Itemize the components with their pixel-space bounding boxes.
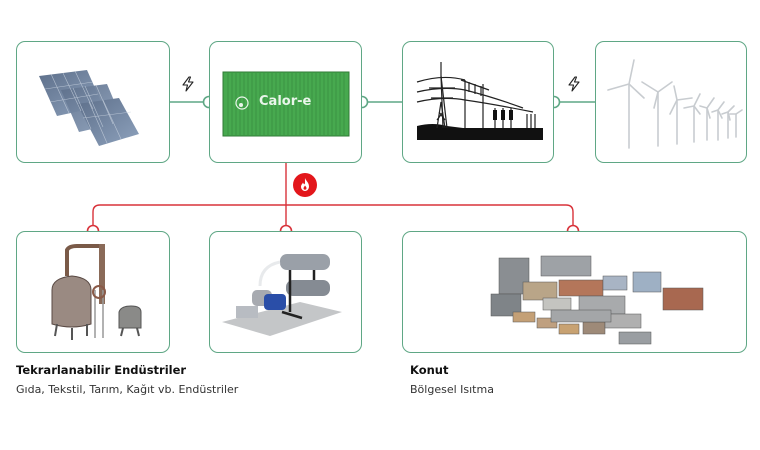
distillery-card[interactable] — [16, 231, 170, 353]
district-buildings-card[interactable] — [402, 231, 747, 353]
heat-exchanger-card[interactable] — [209, 231, 362, 353]
wind-turbine-icon — [607, 59, 743, 149]
heat-distribution-line — [92, 204, 574, 231]
buildings-icon — [490, 255, 704, 345]
industry-subtitle: Gıda, Tekstil, Tarım, Kağıt vb. Endüstri… — [16, 383, 239, 396]
power-grid-icon — [416, 62, 543, 140]
industrial-plant-icon — [222, 254, 342, 336]
industry-title: Tekrarlanabilir Endüstriler — [16, 363, 187, 377]
heat-badge — [293, 173, 317, 197]
calor-e-brand-text: Calor-e — [259, 94, 312, 109]
solar-panels-card[interactable] — [16, 41, 170, 163]
container-icon — [222, 71, 350, 137]
lightning-bolt-icon — [182, 76, 194, 92]
lightning-bolt-icon — [568, 76, 580, 92]
calor-e-card[interactable]: Calor-e — [209, 41, 362, 163]
calor-e-logo-icon — [235, 96, 249, 110]
housing-subtitle: Bölgesel Isıtma — [410, 383, 494, 396]
flame-icon — [301, 178, 309, 191]
solar-panel-icon — [39, 70, 139, 146]
wind-turbines-card[interactable] — [595, 41, 747, 163]
power-substation-card[interactable] — [402, 41, 554, 163]
distillery-icon — [51, 244, 142, 340]
housing-title: Konut — [410, 363, 449, 377]
